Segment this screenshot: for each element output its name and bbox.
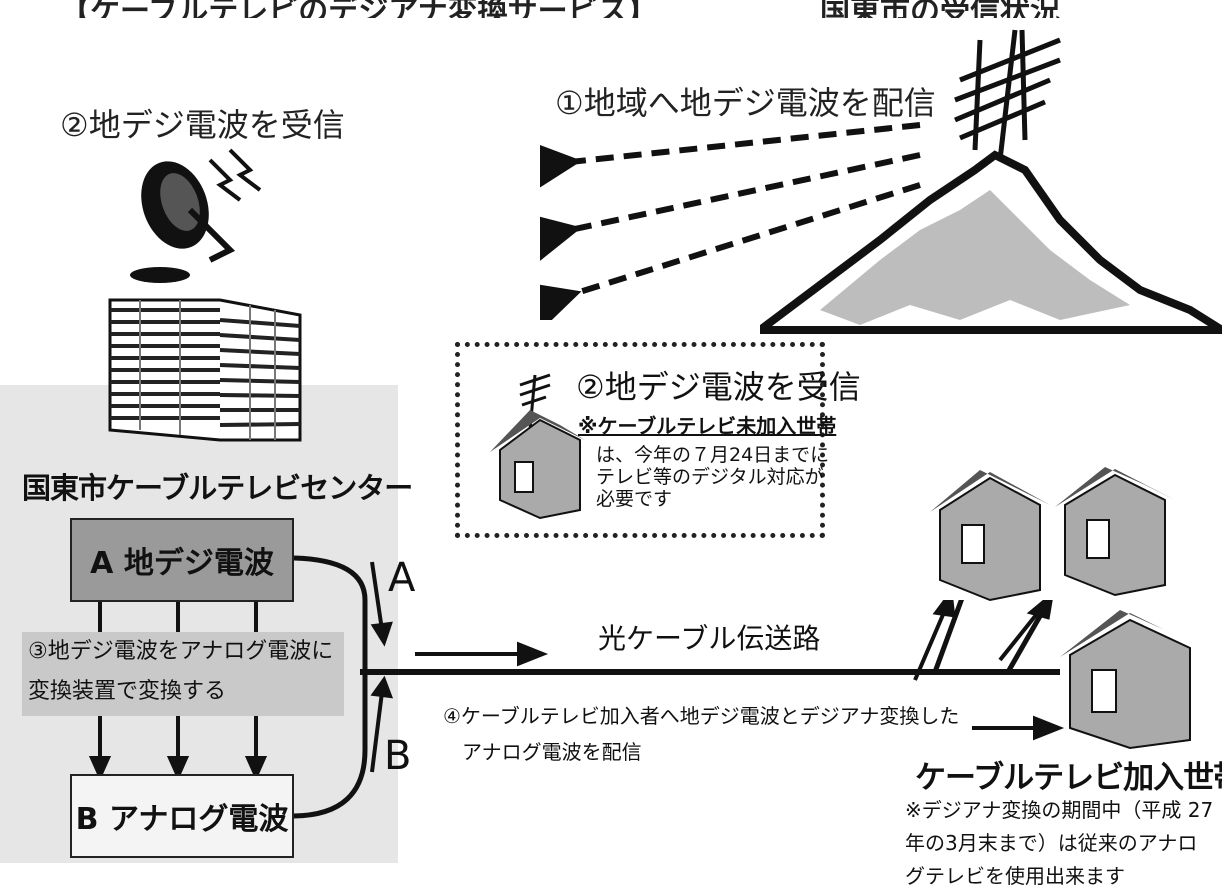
- header-title-left: 【ケーブルテレビのデジアナ変換サービス】: [60, 0, 658, 18]
- broadcast-label: ①地域へ地デジ電波を配信: [555, 84, 936, 122]
- ab-arrows: [370, 561, 394, 773]
- building-icon: [108, 298, 302, 442]
- delivery-text-2: アナログ電波を配信: [462, 740, 642, 764]
- header-bar: 【ケーブルテレビのデジアナ変換サービス】 国東市の受信状況: [0, 0, 1222, 18]
- center-receive-label: ②地デジ電波を受信: [60, 106, 345, 144]
- broadcast-arrow-2: [540, 152, 921, 270]
- home-receive-label: ②地デジ電波を受信: [576, 368, 861, 406]
- arrow-b: [370, 691, 384, 773]
- broadcast-arrows: [540, 122, 921, 320]
- center-building-illustration: [108, 148, 302, 442]
- house-icon: [930, 470, 1050, 602]
- house-icon: [1055, 467, 1175, 597]
- converter-line-1: ③地デジ電波をアナログ電波に: [28, 639, 334, 664]
- converter-box: ③地デジ電波をアナログ電波に 変換装置で変換する: [22, 632, 344, 716]
- broadcast-arrow-1: [540, 122, 921, 197]
- non-subscriber-heading: ※ケーブルテレビ未加入世帯: [578, 414, 837, 438]
- center-name: 国東市ケーブルテレビセンター: [22, 471, 413, 505]
- non-subscriber-body: は、今年の７月24日までにテレビ等のデジタル対応が必要です: [596, 444, 830, 510]
- fiber-label: 光ケーブル伝送路: [598, 622, 821, 655]
- analog-signal-box: B アナログ電波: [70, 774, 294, 858]
- digital-signal-box: A 地デジ電波: [70, 518, 294, 602]
- delivery-text-1: ④ケーブルテレビ加入者へ地デジ電波とデジアナ変換した: [443, 704, 960, 728]
- subscriber-note: ※デジアナ変換の期間中（平成 27 年の3月末まで）は従来のアナログテレビを使用…: [905, 798, 1214, 888]
- letter-b: B: [384, 733, 412, 779]
- fiber-line: [360, 600, 1065, 741]
- mountain-antenna-illustration: [760, 29, 1222, 334]
- subscriber-title: ケーブルテレビ加入世帯: [915, 760, 1222, 796]
- tower-antenna-icon: [954, 29, 1061, 161]
- non-subscriber-box: [455, 342, 825, 538]
- subscriber-houses: [930, 467, 1202, 750]
- house-with-antenna-icon: [490, 373, 585, 520]
- header-title-right: 国東市の受信状況: [820, 0, 1060, 18]
- broadcast-arrow-3: [540, 182, 921, 320]
- house-icon: [1060, 610, 1202, 750]
- mountain-snow: [820, 190, 1130, 325]
- letter-a: A: [388, 555, 416, 601]
- satellite-dish-icon: [130, 148, 262, 283]
- converter-line-2: 変換装置で変換する: [28, 679, 227, 704]
- arrow-a: [370, 561, 384, 631]
